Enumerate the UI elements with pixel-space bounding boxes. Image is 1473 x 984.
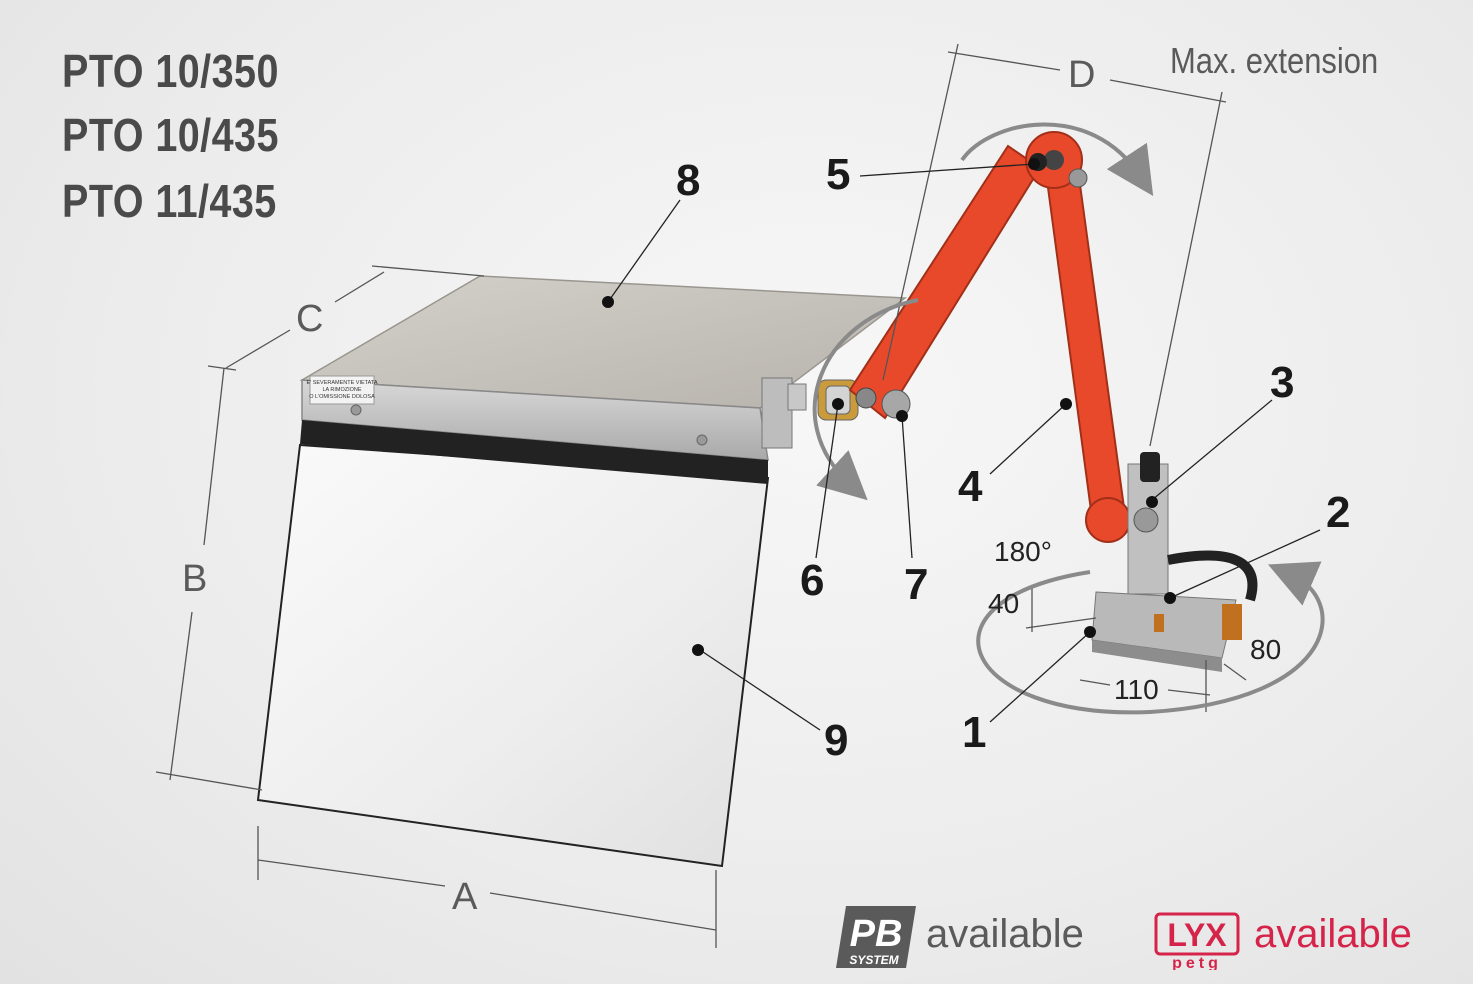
warning-line-3: O L'OMISSIONE DOLOSA <box>309 394 375 400</box>
callout-6: 6 <box>800 556 825 605</box>
lyx-logo-subtext: petg <box>1172 955 1222 970</box>
lyx-available-text: available <box>1254 912 1412 956</box>
dot-2 <box>1164 592 1176 604</box>
dot-3 <box>1146 496 1158 508</box>
leader-1 <box>989 631 1091 723</box>
rotation-arc-base <box>976 561 1325 715</box>
callout-2: 2 <box>1326 488 1351 537</box>
dim-line-c <box>225 265 485 369</box>
rotation-arc-tilt <box>812 298 919 501</box>
warning-line-1: E' SEVERAMENTE VIETATA <box>306 380 377 386</box>
dot-9 <box>692 644 704 656</box>
callout-3: 3 <box>1270 358 1295 407</box>
callout-5: 5 <box>826 150 851 199</box>
dim-label-c: C <box>296 298 324 340</box>
warning-line-2: LA RIMOZIONE <box>322 387 361 393</box>
dot-6 <box>832 398 844 410</box>
lyx-petg-logo: LYX petg <box>1154 912 1240 970</box>
leader-5 <box>859 163 1035 177</box>
dim-line-b <box>155 365 263 791</box>
dim-label-b: B <box>182 558 208 600</box>
dot-5 <box>1028 158 1040 170</box>
dim-label-d: D <box>1068 54 1096 96</box>
leader-2 <box>1169 529 1321 599</box>
leader-9 <box>699 649 821 731</box>
rotation-arc-top <box>960 122 1154 197</box>
pb-logo-text: PB <box>850 913 903 955</box>
dim-line-a <box>257 826 717 948</box>
pb-available-text: available <box>926 912 1084 956</box>
leader-3 <box>1151 399 1273 501</box>
pb-system-logo: PB SYSTEM <box>836 906 916 968</box>
dot-7 <box>896 410 908 422</box>
hinge-bracket <box>761 377 859 449</box>
transparent-screen <box>256 443 770 868</box>
leader-4 <box>989 403 1067 475</box>
max-extension-label: Max. extension <box>1170 40 1379 81</box>
dot-4 <box>1060 398 1072 410</box>
dot-8 <box>602 296 614 308</box>
model-title-2: PTO 10/435 <box>62 109 279 161</box>
callout-1: 1 <box>962 708 987 757</box>
dot-1 <box>1084 626 1096 638</box>
base-length-label: 110 <box>1114 674 1159 705</box>
callout-9: 9 <box>824 716 849 765</box>
model-title-1: PTO 10/350 <box>62 45 279 97</box>
dim-line-d <box>882 43 1227 447</box>
dim-label-a: A <box>452 876 478 918</box>
pb-logo-subtext: SYSTEM <box>849 953 899 967</box>
rotation-angle-label: 180° <box>994 536 1052 567</box>
callout-8: 8 <box>676 156 701 205</box>
panel-frame: E' SEVERAMENTE VIETATA LA RIMOZIONE O L'… <box>300 375 769 484</box>
leader-7 <box>901 415 913 559</box>
callout-7: 7 <box>904 560 929 609</box>
lyx-logo-text: LYX <box>1167 917 1227 953</box>
base-width-label: 80 <box>1250 634 1282 665</box>
articulated-arm <box>848 131 1131 543</box>
leader-8 <box>607 199 681 303</box>
column-base <box>1091 452 1258 672</box>
base-height-label: 40 <box>988 588 1020 619</box>
warning-sticker <box>309 375 375 405</box>
model-title-3: PTO 11/435 <box>62 175 277 227</box>
leader-6 <box>815 403 839 559</box>
callout-4: 4 <box>958 462 983 511</box>
